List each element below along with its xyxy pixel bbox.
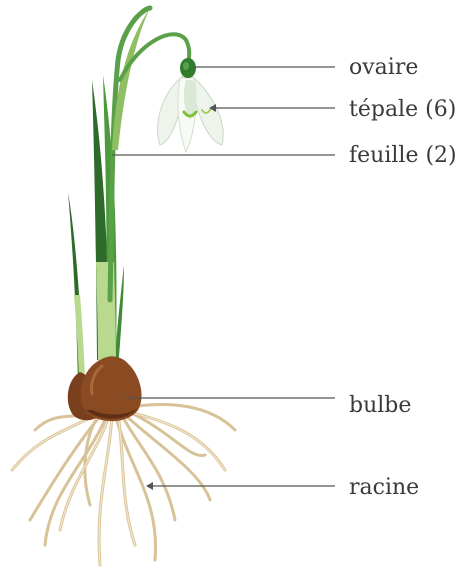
label-racine: racine xyxy=(349,477,419,499)
label-tepale: tépale (6) xyxy=(349,99,456,121)
label-bulbe: bulbe xyxy=(349,395,411,417)
label-feuille: feuille (2) xyxy=(349,145,457,167)
label-ovaire: ovaire xyxy=(349,57,418,79)
leaf-back-left-pale xyxy=(74,295,85,380)
snowdrop-flower xyxy=(158,58,224,152)
leader-arrowheads xyxy=(146,104,216,490)
arrowhead-racine xyxy=(146,482,153,490)
leader-lines xyxy=(112,67,335,486)
leaf-main-pale xyxy=(96,262,116,362)
ovary-highlight xyxy=(183,62,189,70)
